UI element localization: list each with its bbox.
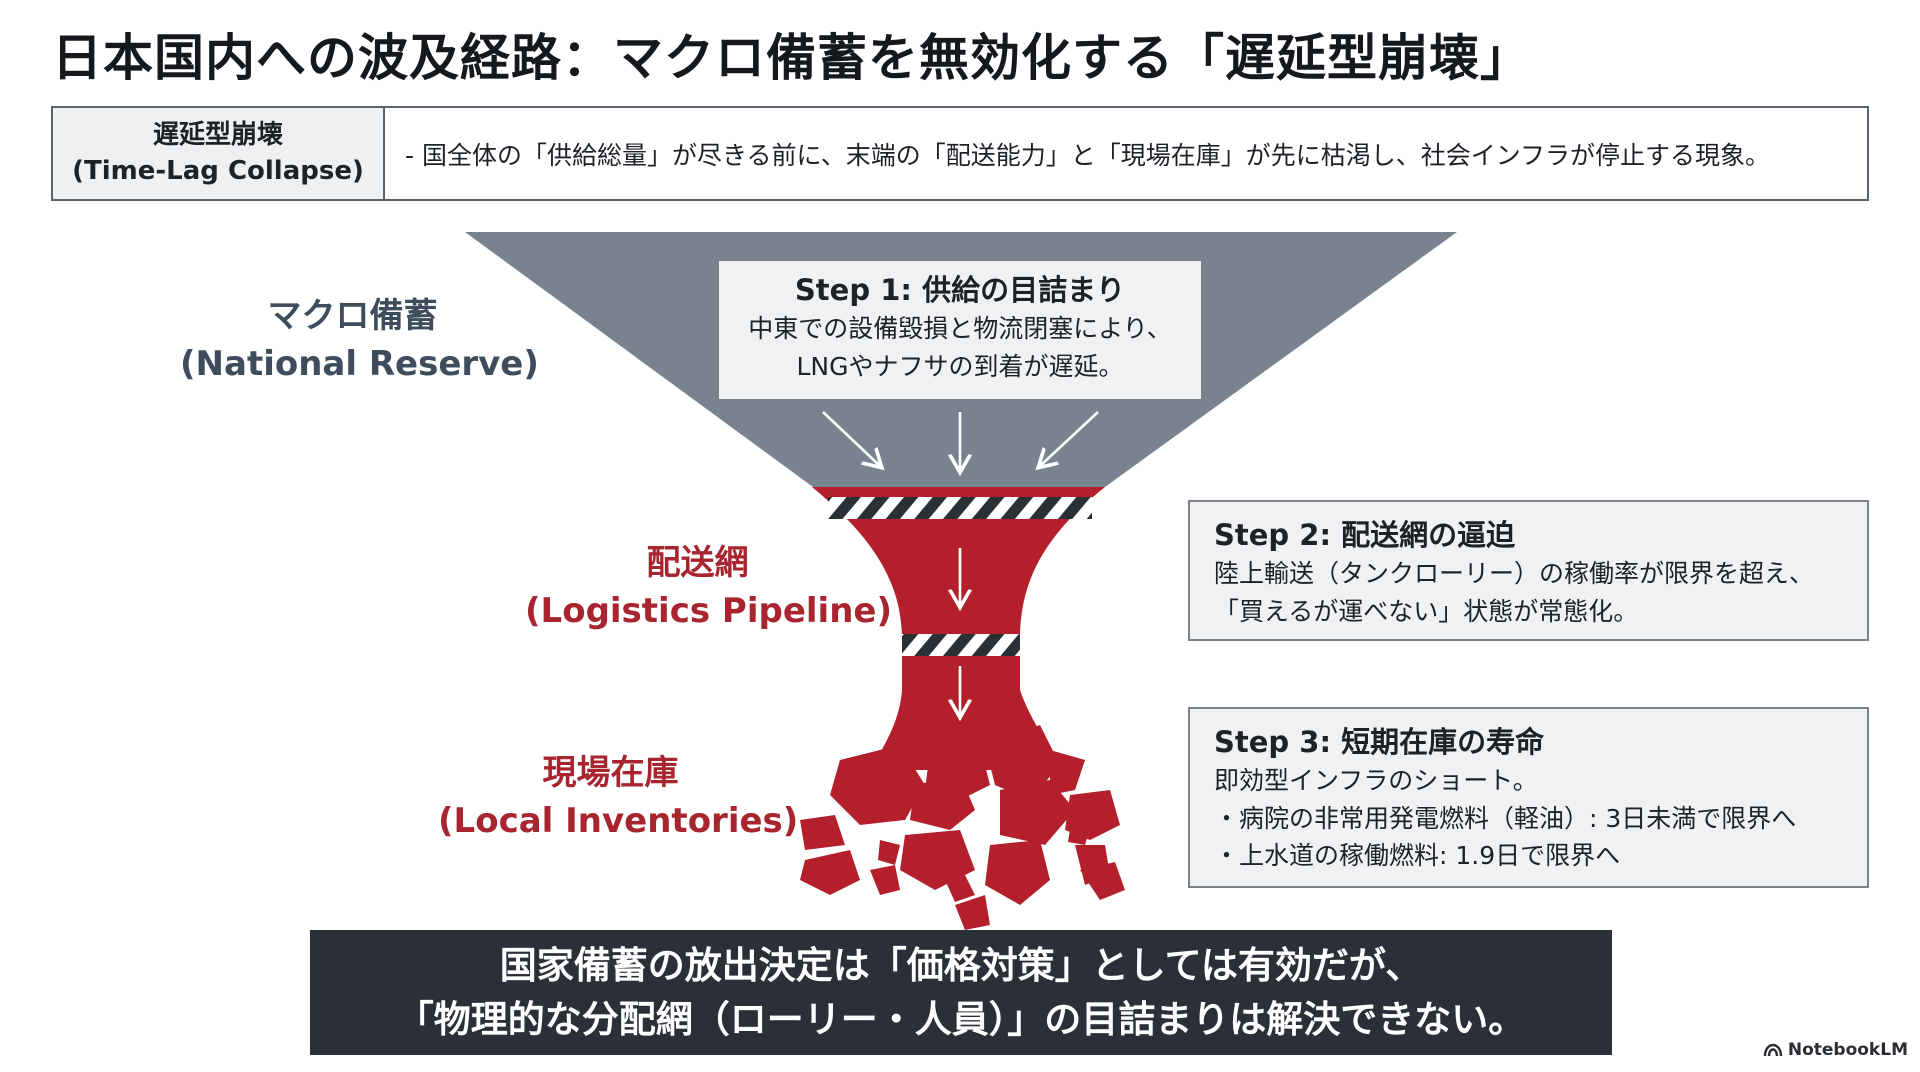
stage-logistics-ja: 配送網 [646,543,749,583]
step1-box: Step 1: 供給の目詰まり 中東での設備毀損と物流閉塞により、 LNGやナフ… [717,259,1203,401]
definition-term-ja: 遅延型崩壊 [152,120,283,151]
flow-arrows [822,411,1099,715]
conclusion-line-1: 国家備蓄の放出決定は「価格対策」としては有効だが、 [499,943,1423,987]
funnel-logistics-pipeline [812,487,1105,770]
definition-text: - 国全体の「供給総量」が尽きる前に、末端の「配送能力」と「現場在庫」が先に枯渇… [405,140,1770,170]
step1-title: Step 1: 供給の目詰まり [794,273,1126,307]
stage-label-logistics: 配送網 (Logistics Pipeline) [525,540,893,635]
step1-line: 中東での設備毀損と物流閉塞により、 [748,314,1172,344]
local-inventory-fragments [800,725,1125,930]
step2-title: Step 2: 配送網の逼迫 [1214,518,1516,552]
page-title: 日本国内への波及経路：マクロ備蓄を無効化する「遅延型崩壊」 [52,29,1531,87]
stage-local-en: (Local Inventories) [438,800,799,841]
step2-line: 陸上輸送（タンクローリー）の稼働率が限界を超え、 [1214,559,1815,589]
pipeline-hatch-band-1 [828,497,1092,519]
brand-name: NotebookLM [1787,1040,1908,1060]
stage-label-macro-reserve: マクロ備蓄 (National Reserve) [180,293,539,388]
stage-macro-ja: マクロ備蓄 [267,296,438,336]
step3-line: 即効型インフラのショート。 [1214,766,1538,796]
definition-term-en: (Time-Lag Collapse) [72,155,364,186]
stage-logistics-en: (Logistics Pipeline) [525,590,893,631]
step2-line: 「買えるが運べない」状態が常態化。 [1214,596,1639,626]
step1-line: LNGやナフサの到着が遅延。 [796,351,1124,381]
step2-box: Step 2: 配送網の逼迫 陸上輸送（タンクローリー）の稼働率が限界を超え、 … [1188,500,1869,641]
brand-watermark: NotebookLM [1763,1040,1908,1060]
arrow-left [822,411,880,466]
conclusion-banner: 国家備蓄の放出決定は「価格対策」としては有効だが、 「物理的な分配網（ローリー・… [310,930,1612,1055]
stage-macro-en: (National Reserve) [180,343,539,384]
arrow-right [1040,411,1099,466]
stage-label-local-inventories: 現場在庫 (Local Inventories) [438,750,799,845]
notebooklm-icon [1763,1043,1783,1057]
step3-line: ・病院の非常用発電燃料（軽油）: 3日未満で限界へ [1214,803,1797,833]
conclusion-line-2: 「物理的な分配網（ローリー・人員）」の目詰まりは解決できない。 [396,997,1526,1041]
definition-term: 遅延型崩壊 (Time-Lag Collapse) [53,108,385,199]
pipeline-hatch-band-2 [902,634,1020,656]
step3-line: ・上水道の稼働燃料: 1.9日で限界へ [1214,841,1621,871]
step3-box: Step 3: 短期在庫の寿命 即効型インフラのショート。 ・病院の非常用発電燃… [1188,707,1869,888]
step3-title: Step 3: 短期在庫の寿命 [1214,725,1545,759]
stage-local-ja: 現場在庫 [542,753,679,793]
definition-box: 遅延型崩壊 (Time-Lag Collapse) - 国全体の「供給総量」が尽… [51,106,1869,201]
